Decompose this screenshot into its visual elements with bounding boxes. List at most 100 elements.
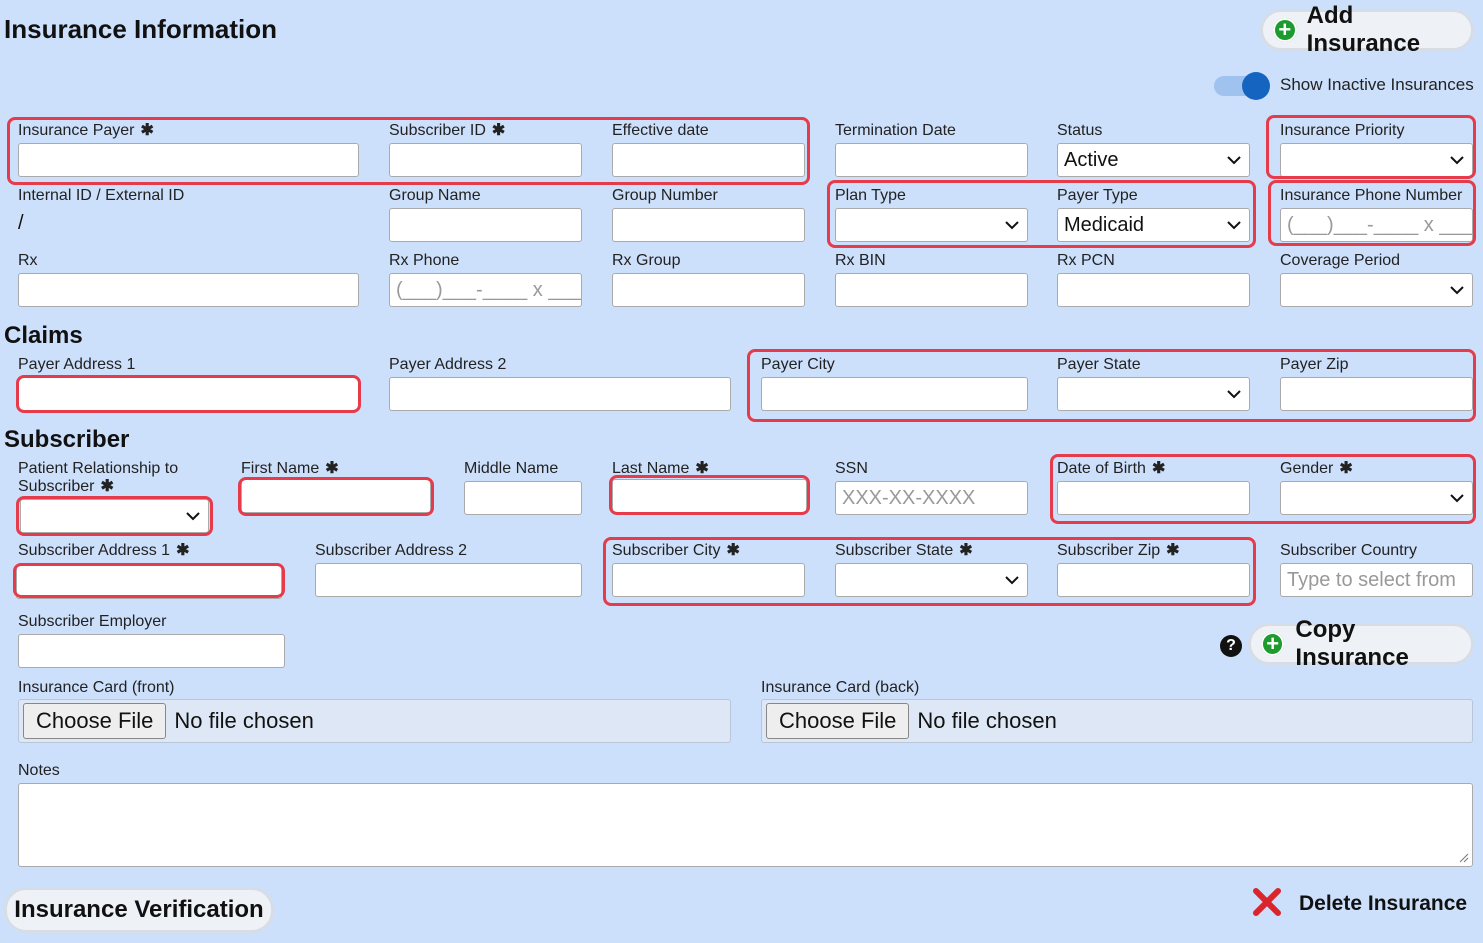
payer-type-select[interactable]: Medicaid: [1057, 208, 1250, 242]
subscriber-address-1-input[interactable]: [16, 565, 282, 599]
payer-city-label: Payer City: [761, 356, 835, 373]
middle-name-input[interactable]: [464, 481, 582, 515]
delete-icon[interactable]: [1252, 887, 1282, 917]
subscriber-heading: Subscriber: [4, 426, 130, 453]
plan-type-select[interactable]: [835, 208, 1028, 242]
chevron-down-icon: [1227, 156, 1241, 165]
add-insurance-button[interactable]: + Add Insurance: [1260, 2, 1474, 57]
insurance-verification-button[interactable]: Insurance Verification: [4, 887, 274, 933]
internal-external-id-value: /: [18, 212, 24, 234]
plus-icon: +: [1261, 632, 1285, 656]
resize-handle-icon[interactable]: [1459, 853, 1469, 863]
payer-zip-label: Payer Zip: [1280, 356, 1349, 373]
subscriber-zip-label: Subscriber Zip✱: [1057, 542, 1180, 559]
subscriber-country-label: Subscriber Country: [1280, 542, 1417, 559]
status-label: Status: [1057, 122, 1103, 139]
first-name-input[interactable]: [241, 479, 431, 513]
gender-select[interactable]: [1280, 481, 1473, 515]
group-name-label: Group Name: [389, 187, 481, 204]
subscriber-city-input[interactable]: [612, 563, 805, 597]
payer-zip-input[interactable]: [1280, 377, 1473, 411]
card-back-file-input[interactable]: Choose File No file chosen: [761, 699, 1473, 743]
file-status: No file chosen: [174, 708, 314, 733]
subscriber-state-select[interactable]: [835, 563, 1028, 597]
payer-state-select[interactable]: [1057, 377, 1250, 411]
coverage-period-select[interactable]: [1280, 273, 1473, 307]
payer-city-input[interactable]: [761, 377, 1028, 411]
delete-insurance-button[interactable]: Delete Insurance: [1299, 892, 1468, 915]
insurance-phone-input[interactable]: (___)___-____ x ___: [1280, 208, 1473, 242]
status-select[interactable]: Active: [1057, 143, 1250, 177]
payer-type-value: Medicaid: [1064, 214, 1145, 236]
insurance-phone-label: Insurance Phone Number: [1280, 187, 1463, 204]
insurance-payer-input[interactable]: [18, 143, 359, 177]
card-back-label: Insurance Card (back): [761, 679, 920, 696]
payer-address-2-label: Payer Address 2: [389, 356, 507, 373]
ssn-label: SSN: [835, 460, 868, 477]
payer-address-1-input[interactable]: [18, 377, 359, 411]
middle-name-label: Middle Name: [464, 460, 559, 477]
group-number-label: Group Number: [612, 187, 718, 204]
insurance-priority-select[interactable]: [1280, 143, 1473, 177]
notes-textarea[interactable]: [18, 783, 1473, 867]
notes-label: Notes: [18, 762, 60, 779]
status-value: Active: [1064, 149, 1119, 171]
chevron-down-icon: [1227, 221, 1241, 230]
page-title: Insurance Information: [4, 14, 278, 44]
subscriber-zip-input[interactable]: [1057, 563, 1250, 597]
subscriber-address-2-label: Subscriber Address 2: [315, 542, 468, 559]
date-of-birth-label: Date of Birth✱: [1057, 460, 1166, 477]
group-number-input[interactable]: [612, 208, 805, 242]
chevron-down-icon: [186, 512, 200, 521]
help-icon[interactable]: ?: [1220, 635, 1242, 657]
copy-insurance-button[interactable]: + Copy Insurance: [1248, 616, 1474, 671]
first-name-label: First Name✱: [241, 460, 339, 477]
payer-address-1-label: Payer Address 1: [18, 356, 136, 373]
rx-phone-input[interactable]: (___)___-____ x ___: [389, 273, 582, 307]
rx-label: Rx: [18, 252, 38, 269]
toggle-knob: [1242, 72, 1270, 100]
chevron-down-icon: [1450, 494, 1464, 503]
subscriber-employer-input[interactable]: [18, 634, 285, 668]
choose-file-button[interactable]: Choose File: [23, 703, 167, 739]
copy-insurance-label: Copy Insurance: [1295, 616, 1409, 671]
subscriber-city-label: Subscriber City✱: [612, 542, 740, 559]
choose-file-button[interactable]: Choose File: [766, 703, 910, 739]
rx-phone-label: Rx Phone: [389, 252, 460, 269]
last-name-label: Last Name✱: [612, 460, 709, 477]
subscriber-id-input[interactable]: [389, 143, 582, 177]
subscriber-country-input[interactable]: Type to select from: [1280, 563, 1473, 597]
subscriber-id-label: Subscriber ID✱: [389, 122, 506, 139]
rx-bin-input[interactable]: [835, 273, 1028, 307]
rx-input[interactable]: [18, 273, 359, 307]
show-inactive-label: Show Inactive Insurances: [1280, 75, 1474, 94]
termination-date-input[interactable]: [835, 143, 1028, 177]
chevron-down-icon: [1005, 221, 1019, 230]
termination-date-label: Termination Date: [835, 122, 956, 139]
date-of-birth-input[interactable]: [1057, 481, 1250, 515]
chevron-down-icon: [1450, 286, 1464, 295]
payer-address-2-input[interactable]: [389, 377, 731, 411]
rx-bin-label: Rx BIN: [835, 252, 886, 269]
rx-pcn-label: Rx PCN: [1057, 252, 1115, 269]
last-name-input[interactable]: [612, 479, 807, 513]
effective-date-input[interactable]: [612, 143, 805, 177]
file-status: No file chosen: [917, 708, 1057, 733]
plan-type-label: Plan Type: [835, 187, 906, 204]
claims-heading: Claims: [4, 322, 83, 349]
subscriber-address-1-label: Subscriber Address 1✱: [18, 542, 190, 559]
rx-group-input[interactable]: [612, 273, 805, 307]
rx-pcn-input[interactable]: [1057, 273, 1250, 307]
patient-relationship-select[interactable]: [20, 499, 209, 533]
insurance-priority-label: Insurance Priority: [1280, 122, 1405, 139]
group-name-input[interactable]: [389, 208, 582, 242]
subscriber-state-label: Subscriber State✱: [835, 542, 973, 559]
add-insurance-label: Add Insurance: [1306, 2, 1421, 57]
card-front-file-input[interactable]: Choose File No file chosen: [18, 699, 731, 743]
gender-label: Gender✱: [1280, 460, 1353, 477]
subscriber-address-2-input[interactable]: [315, 563, 582, 597]
show-inactive-toggle[interactable]: [1214, 72, 1272, 100]
ssn-input[interactable]: XXX-XX-XXXX: [835, 481, 1028, 515]
card-front-label: Insurance Card (front): [18, 679, 175, 696]
subscriber-employer-label: Subscriber Employer: [18, 613, 167, 630]
